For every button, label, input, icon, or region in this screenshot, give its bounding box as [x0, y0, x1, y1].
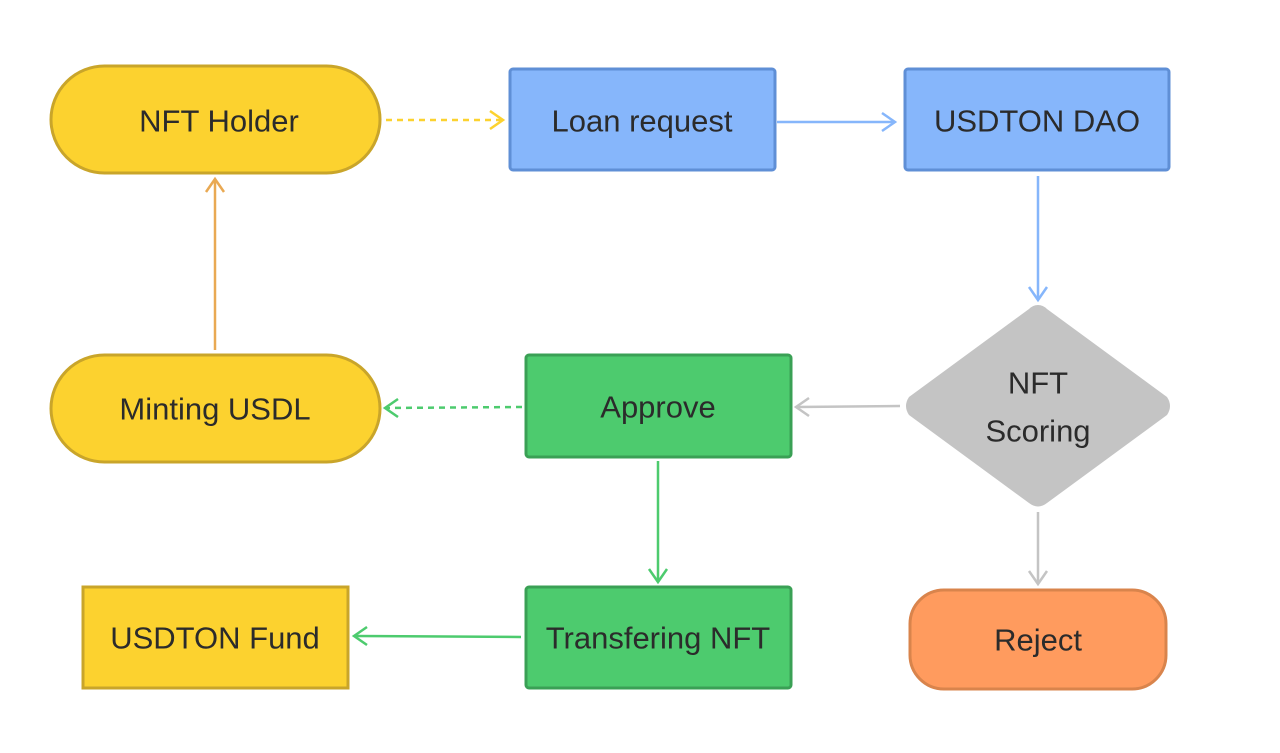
node-usdton-dao-label: USDTON DAO — [934, 104, 1140, 139]
node-usdton-fund-label: USDTON Fund — [110, 621, 320, 656]
edge-nftholder-to-loanrequest — [386, 109, 506, 131]
node-reject-shape — [910, 590, 1166, 689]
edge-dao-to-scoring — [1027, 176, 1049, 303]
node-usdton-dao: USDTON DAO — [903, 67, 1171, 172]
edge-transfering-to-fund — [351, 625, 522, 647]
node-reject-label: Reject — [994, 623, 1082, 658]
node-loan-request-shape — [510, 69, 775, 170]
node-approve-label: Approve — [600, 390, 715, 425]
node-transfering-nft-label: Transfering NFT — [546, 621, 771, 656]
node-transfering-nft-shape — [526, 587, 791, 688]
node-approve-border — [524, 353, 793, 459]
node-reject-border — [908, 588, 1168, 691]
node-nft-holder-shape — [51, 66, 380, 173]
node-nft-holder-border — [49, 64, 382, 175]
edge-approve-to-minting — [382, 397, 523, 419]
node-minting-usdl: Minting USDL — [49, 353, 382, 464]
node-nft-scoring-label-line2: Scoring — [985, 414, 1090, 449]
node-minting-usdl-label: Minting USDL — [119, 392, 310, 427]
edge-approve-to-transfering — [647, 461, 669, 585]
edge-scoring-to-approve — [793, 396, 901, 418]
node-usdton-fund: USDTON Fund — [81, 585, 350, 690]
edge-loanrequest-to-dao — [777, 111, 898, 133]
node-transfering-nft: Transfering NFT — [524, 585, 793, 690]
node-transfering-nft-border — [524, 585, 793, 690]
edge-scoring-to-reject — [1027, 512, 1049, 587]
edge-minting-to-nftholder — [204, 176, 226, 350]
node-minting-usdl-shape — [51, 355, 380, 462]
node-nft-scoring-shape — [906, 305, 1170, 507]
node-approve-shape — [526, 355, 791, 457]
node-reject: Reject — [908, 588, 1168, 691]
node-usdton-dao-border — [903, 67, 1171, 172]
node-nft-holder-label: NFT Holder — [139, 104, 299, 139]
node-usdton-fund-border — [81, 585, 350, 690]
node-minting-usdl-border — [49, 353, 382, 464]
node-nft-holder: NFT Holder — [49, 64, 382, 175]
node-loan-request-label: Loan request — [552, 104, 733, 139]
node-usdton-fund-shape — [83, 587, 348, 688]
node-loan-request-border — [508, 67, 777, 172]
node-usdton-dao-shape — [905, 69, 1169, 170]
node-approve: Approve — [524, 353, 793, 459]
node-loan-request: Loan request — [508, 67, 777, 172]
node-nft-scoring-label-line1: NFT — [1008, 366, 1068, 401]
node-nft-scoring: NFT Scoring — [906, 305, 1170, 507]
